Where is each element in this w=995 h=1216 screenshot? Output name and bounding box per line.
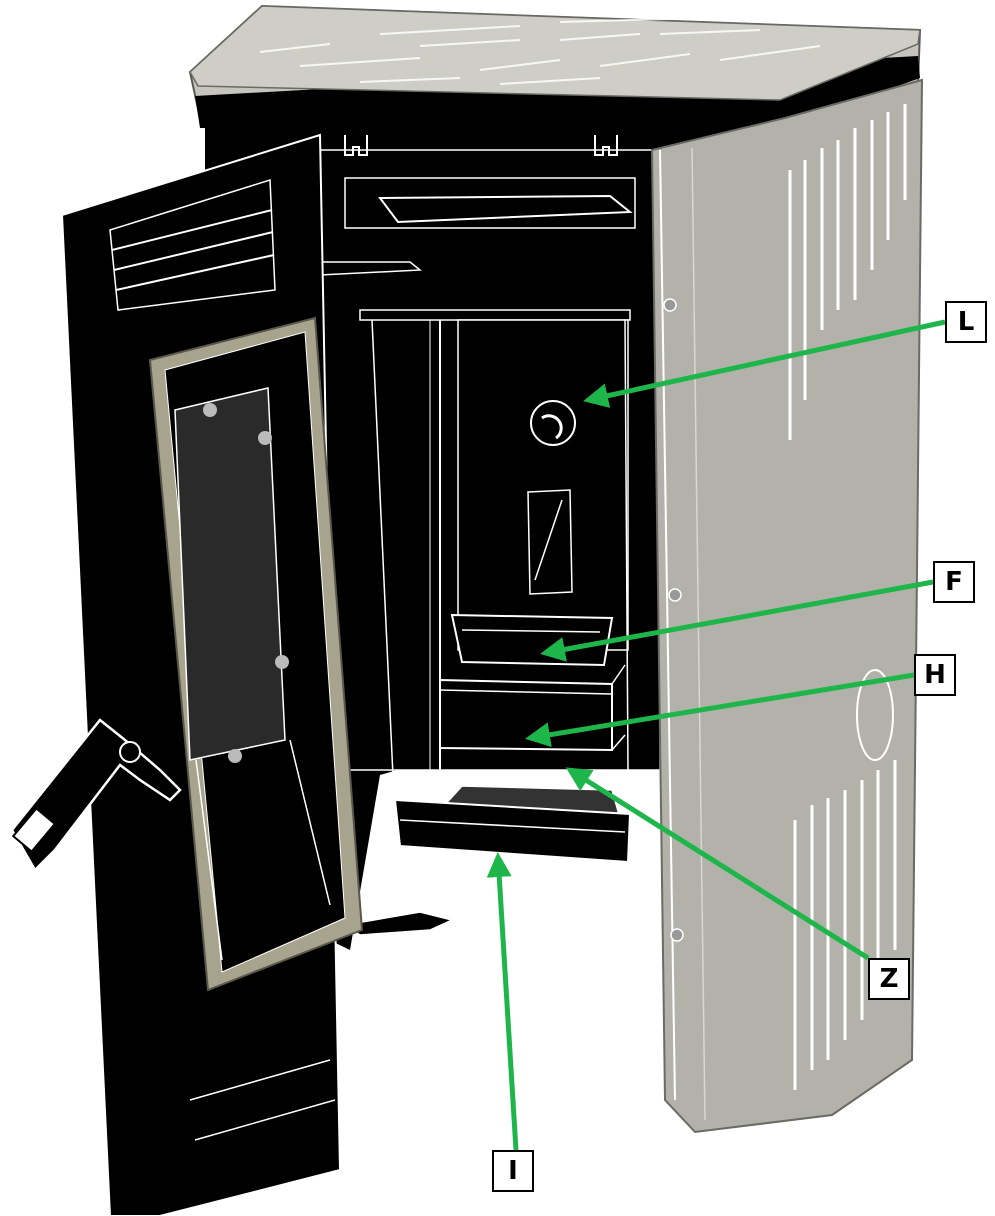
top-plates [188, 4, 922, 130]
leader-line-Z [565, 767, 870, 961]
callout-label-L: L [945, 301, 987, 343]
callout-label-F: F [933, 561, 975, 603]
callout-label-H: H [914, 654, 956, 696]
leader-line-I [486, 852, 519, 1151]
leader-line-F [540, 579, 934, 662]
callout-label-I: I [492, 1150, 534, 1192]
leader-line-H [525, 672, 915, 748]
stove-door [10, 133, 364, 1216]
callout-label-Z: Z [868, 958, 910, 1000]
stove-body [205, 118, 790, 950]
leader-lines [486, 319, 946, 1151]
leader-line-L [583, 319, 946, 408]
